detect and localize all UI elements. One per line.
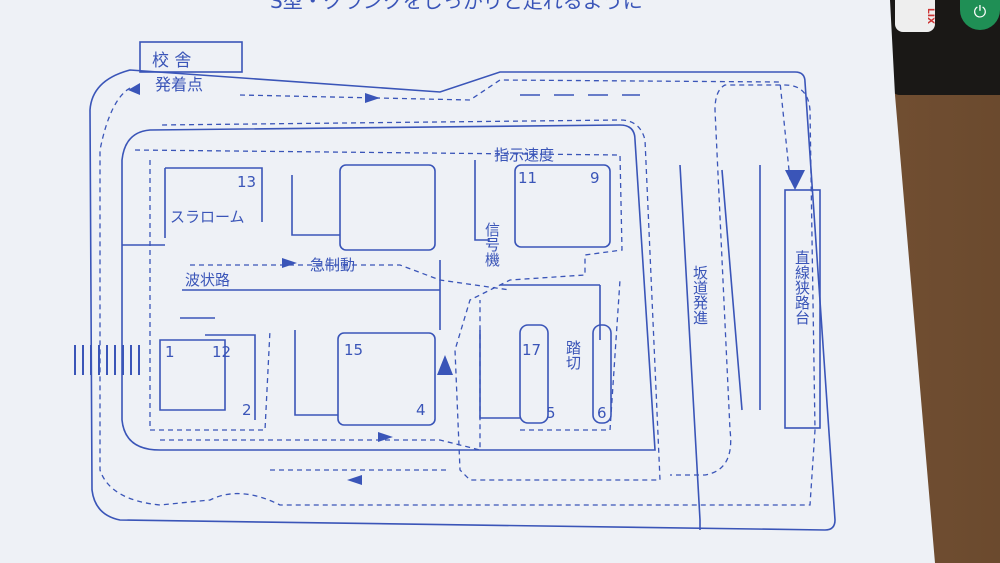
outer-boundary — [89, 69, 836, 531]
point-5: 5 — [546, 404, 556, 422]
point-12: 12 — [212, 343, 231, 361]
paper-sheet — [0, 0, 935, 563]
narrow-straight-label: 直線狭路台 — [793, 250, 811, 325]
point-6: 6 — [597, 404, 607, 422]
point-4: 4 — [416, 401, 426, 419]
slalom-label: スラローム — [170, 208, 245, 226]
school-building-box — [139, 41, 243, 73]
railroad-crossing-label: 踏切 — [564, 340, 582, 371]
signal-label: 信号機 — [483, 222, 501, 268]
point-2: 2 — [242, 401, 252, 419]
point-1: 1 — [165, 343, 175, 361]
point-17: 17 — [522, 341, 541, 359]
header-text: S型・クランクをしっかりと走れるように — [270, 0, 643, 13]
start-point-label: 発着点 — [155, 75, 203, 94]
point-13: 13 — [237, 173, 256, 191]
point-15: 15 — [344, 341, 363, 359]
remote-logo: LIX — [895, 0, 935, 32]
hill-start-label: 坂道発進 — [691, 265, 709, 325]
emergency-brake-label: 急制動 — [310, 256, 355, 274]
inner-boundary — [121, 124, 656, 451]
point-9: 9 — [590, 169, 600, 187]
point-11: 11 — [518, 169, 537, 187]
wavy-road-label: 波状路 — [185, 271, 230, 289]
school-building-label: 校 舎 — [152, 51, 191, 71]
speed-instruction-label: 指示速度 — [494, 146, 554, 164]
